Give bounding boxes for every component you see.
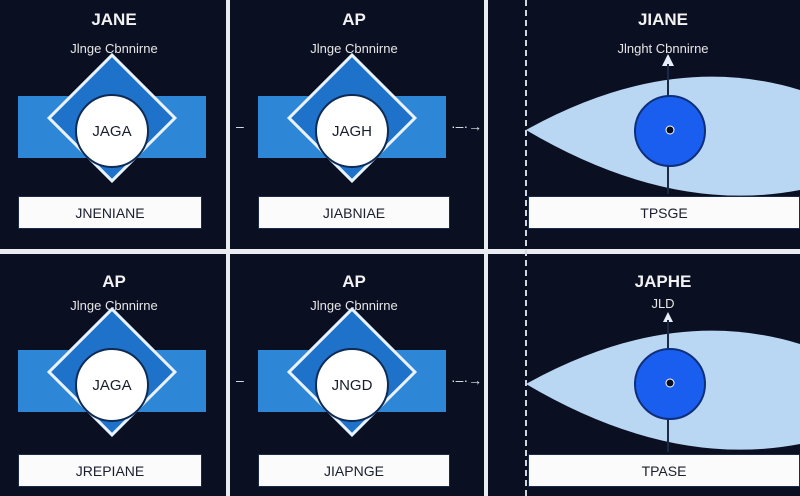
panel-2-subtitle: Jlnge Cbnnirne — [310, 41, 398, 56]
panel-3-eye-shape — [526, 54, 800, 196]
panel-1-subtitle: Jlnge Cbnnirne — [70, 41, 158, 56]
panel-1: JANE Jlnge Cbnnirne JAGA JNENIANE — [0, 0, 228, 248]
panel-4-subtitle: Jlnge Cbnnirne — [70, 298, 158, 313]
panel-2-circle: JAGH — [315, 94, 389, 168]
panel-5-label-box: JIAPNGE — [258, 454, 450, 487]
panel-4-label-box: JREPIANE — [18, 454, 202, 487]
panel-6-title: JAPHE — [634, 272, 692, 291]
arrow-connector-2: ·–·→ — [451, 372, 483, 388]
panel-2-title: AP — [342, 10, 366, 29]
panel-2: AP Jlnge Cbnnirne JAGH JIABNIAE — [240, 0, 468, 248]
panel-6-arrow-up-icon — [663, 312, 673, 322]
panel-3-label-box: TPSGE — [528, 196, 800, 229]
panel-6-label-box: TPASE — [528, 454, 800, 487]
panel-3-subtitle: Jlnght Cbnnirne — [617, 41, 709, 56]
panel-3: JIANE Jlnght Cbnnirne TPSGE — [526, 0, 800, 248]
panel-6-subtitle: JLD — [651, 296, 675, 311]
panel-4-title: AP — [102, 272, 126, 291]
panel-5: AP Jlnge Cbnnirne JNGD JIAPNGE — [240, 254, 468, 496]
arrow-connector-1: ·–·→ — [451, 118, 483, 134]
panel-1-label-box: JNENIANE — [18, 196, 202, 229]
panel-5-title: AP — [342, 272, 366, 291]
panel-1-title: JANE — [91, 10, 137, 29]
panel-6: JAPHE JLD TPASE — [526, 254, 800, 496]
panel-6-pupil-dot-icon — [665, 378, 675, 388]
panel-5-subtitle: Jlnge Cbnnirne — [310, 298, 398, 313]
panel-6-eye-shape — [526, 312, 800, 452]
vertical-divider-2 — [484, 0, 488, 496]
panel-1-circle: JAGA — [75, 94, 149, 168]
panel-2-label-box: JIABNIAE — [258, 196, 450, 229]
panel-3-arrow-up-icon — [662, 54, 674, 66]
panel-3-pupil-dot-icon — [665, 125, 675, 135]
panel-3-title: JIANE — [637, 10, 689, 29]
dash-connector-2: – — [236, 372, 244, 388]
panel-5-circle: JNGD — [315, 348, 389, 422]
panel-4-circle: JAGA — [75, 348, 149, 422]
dashed-divider — [525, 0, 527, 496]
panel-4: AP Jlnge Cbnnirne JAGA JREPIANE — [0, 254, 228, 496]
vertical-divider-1 — [226, 0, 230, 496]
horizontal-divider — [0, 249, 800, 254]
dash-connector-1: – — [236, 118, 244, 134]
